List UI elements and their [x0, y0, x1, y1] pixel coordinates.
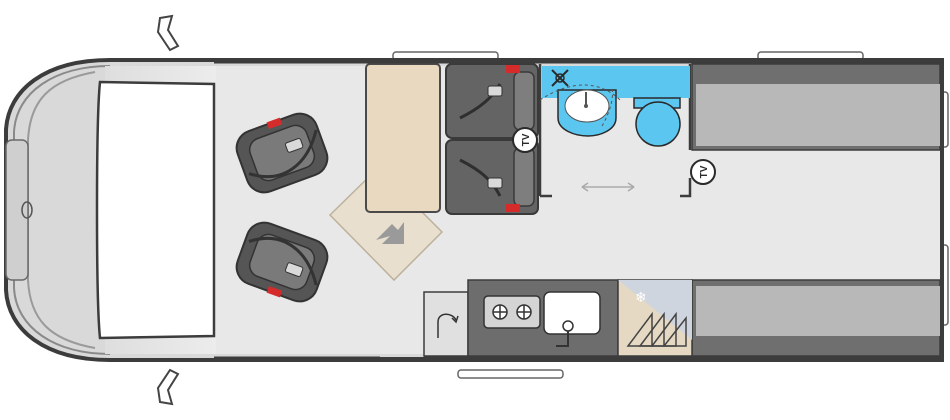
tap-icon: [556, 331, 569, 347]
sliding-door-arrow-icon: [581, 182, 635, 192]
gas-hob-icon[interactable]: [483, 295, 541, 329]
rear-bed-bottom: [691, 279, 941, 357]
kitchen-end-cupboard: [423, 291, 469, 357]
sliding-door-rail: [457, 369, 564, 379]
cassette-toilet-icon: [635, 101, 681, 147]
tv-label: TV: [699, 165, 710, 178]
grille: [5, 139, 29, 281]
dining-table: [365, 63, 441, 213]
tv-point-icon: TV: [690, 159, 716, 185]
seatbelt-buckle-icon: [487, 177, 503, 189]
table-extension: [328, 166, 444, 282]
tv-point-icon: TV: [512, 127, 538, 153]
travel-seat-bottom[interactable]: [445, 139, 539, 215]
mirror-top: [156, 14, 180, 52]
washroom: [538, 64, 692, 198]
seatbelt-icon: [266, 286, 283, 298]
table-extension-arrow-icon: [376, 222, 404, 244]
door-swing-arrow-icon: [437, 313, 457, 338]
sink[interactable]: [543, 291, 601, 347]
seatbelt-icon: [506, 204, 520, 212]
badge: [21, 201, 33, 219]
seatbelt-icon: [266, 117, 283, 129]
dashboard: [95, 80, 216, 340]
travel-seat-top[interactable]: [445, 63, 539, 139]
swivel-seat-icon[interactable]: [231, 218, 333, 309]
rear-bed-top: [691, 63, 941, 151]
seatbelt-buckle-icon: [487, 85, 503, 97]
tap-icon[interactable]: [551, 69, 569, 87]
mirror-bottom: [156, 368, 180, 406]
tv-label: TV: [521, 133, 532, 146]
fridge-snowflake-icon[interactable]: ❄: [617, 279, 693, 357]
kitchen-unit: ❄: [423, 279, 693, 357]
seatbelt-icon: [506, 65, 520, 73]
swivel-seat-icon[interactable]: [231, 107, 333, 198]
svg-text:❄: ❄: [635, 290, 647, 306]
